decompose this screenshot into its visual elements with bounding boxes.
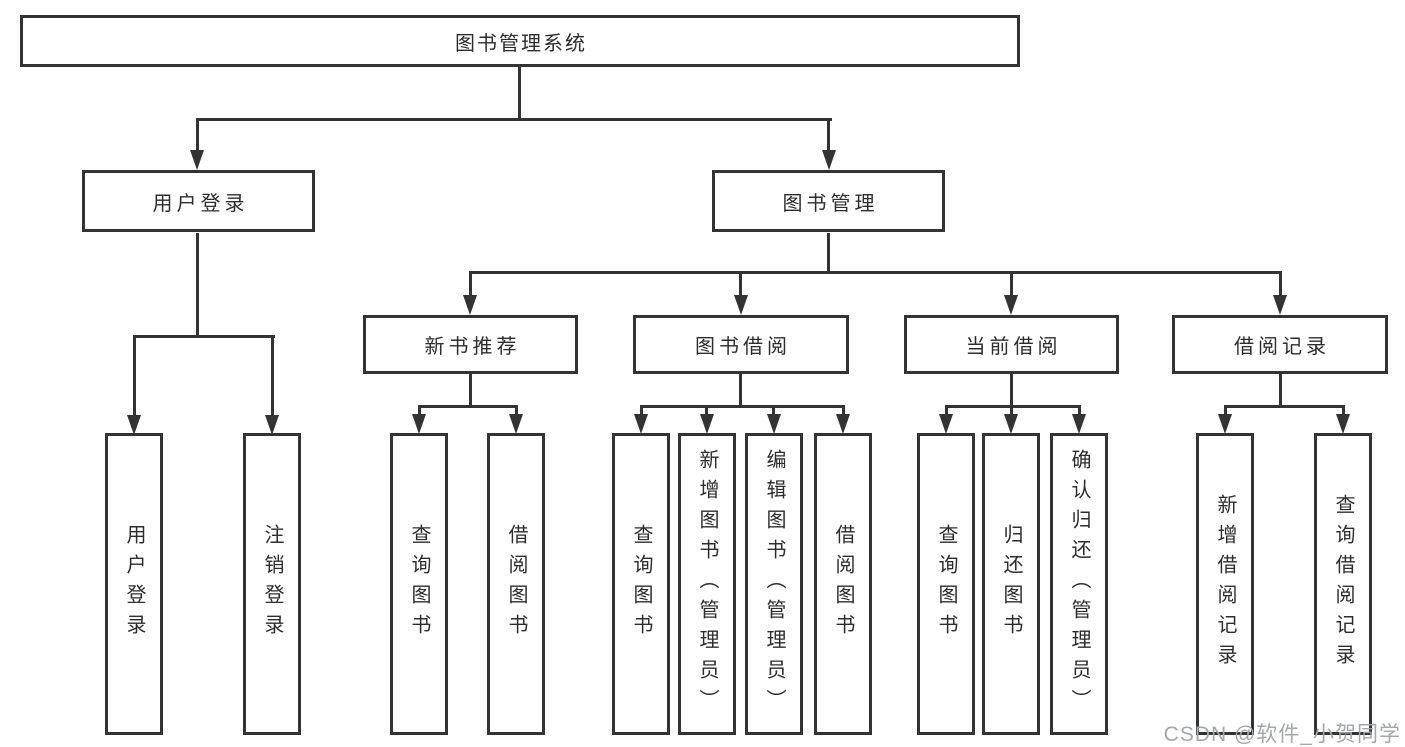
arrowhead-down-icon <box>127 415 141 435</box>
connector-line <box>640 405 643 414</box>
connector-line <box>1279 374 1282 405</box>
leaf-user-login: 用户登录 <box>105 433 163 735</box>
connector-line <box>1078 405 1081 414</box>
node-book-borrowing: 图书借阅 <box>633 315 849 374</box>
arrowhead-down-icon <box>1072 414 1086 434</box>
connector-line <box>469 271 1282 274</box>
node-borrowing-records: 借阅记录 <box>1172 315 1388 374</box>
connector-line <box>418 405 421 414</box>
arrowhead-down-icon <box>509 414 523 434</box>
connector-line <box>469 374 472 405</box>
node-library-management-system: 图书管理系统 <box>20 15 1020 67</box>
connector-line <box>842 405 845 414</box>
connector-line <box>945 405 1081 408</box>
connector-line <box>196 233 199 335</box>
connector-line <box>1279 271 1282 297</box>
connector-line <box>1010 405 1013 414</box>
leaf-add-books-admin: 新增图书（管理员） <box>678 433 736 735</box>
connector-line <box>945 405 948 414</box>
connector-line <box>772 405 775 414</box>
connector-line <box>271 335 274 415</box>
leaf-query-borrow-record: 查询借阅记录 <box>1314 433 1372 735</box>
arrowhead-down-icon <box>822 150 836 170</box>
arrowhead-down-icon <box>265 415 279 435</box>
arrowhead-down-icon <box>1273 295 1287 315</box>
connector-line <box>1010 271 1013 297</box>
connector-line <box>518 67 521 118</box>
leaf-query-books-current: 查询图书 <box>917 433 975 735</box>
leaf-add-borrow-record: 新增借阅记录 <box>1196 433 1254 735</box>
connector-line <box>515 405 518 414</box>
leaf-edit-books-admin: 编辑图书（管理员） <box>745 433 803 735</box>
arrowhead-down-icon <box>1218 414 1232 434</box>
arrowhead-down-icon <box>1336 414 1350 434</box>
arrowhead-down-icon <box>1004 414 1018 434</box>
connector-line <box>739 374 742 405</box>
leaf-query-books-recommend: 查询图书 <box>390 433 448 735</box>
connector-line <box>640 405 845 408</box>
node-user-login: 用户登录 <box>82 170 315 232</box>
node-book-management: 图书管理 <box>712 170 945 232</box>
connector-line <box>469 271 472 297</box>
leaf-logout: 注销登录 <box>243 433 301 735</box>
leaf-borrow-books-recommend: 借阅图书 <box>487 433 545 735</box>
connector-line <box>1342 405 1345 414</box>
connector-line <box>133 335 136 415</box>
connector-line <box>1224 405 1227 414</box>
leaf-confirm-return-admin: 确认归还（管理员） <box>1050 433 1108 735</box>
connector-line <box>705 405 708 414</box>
leaf-query-books-borrowing: 查询图书 <box>612 433 670 735</box>
arrowhead-down-icon <box>700 414 714 434</box>
connector-line <box>133 335 275 338</box>
leaf-return-books: 归还图书 <box>982 433 1040 735</box>
arrowhead-down-icon <box>634 414 648 434</box>
node-new-book-recommendation: 新书推荐 <box>363 315 578 374</box>
arrowhead-down-icon <box>734 295 748 315</box>
arrowhead-down-icon <box>939 414 953 434</box>
watermark: CSDN @软件_小贺同学 <box>1163 723 1401 746</box>
connector-line <box>418 405 518 408</box>
connector-line <box>827 118 830 152</box>
arrowhead-down-icon <box>836 414 850 434</box>
arrowhead-down-icon <box>767 414 781 434</box>
connector-line <box>1224 405 1345 408</box>
connector-line <box>196 118 199 152</box>
connector-line <box>739 271 742 297</box>
connector-line <box>827 233 830 271</box>
arrowhead-down-icon <box>190 150 204 170</box>
node-current-borrowing: 当前借阅 <box>904 315 1119 374</box>
connector-line <box>196 118 832 121</box>
arrowhead-down-icon <box>463 295 477 315</box>
arrowhead-down-icon <box>412 414 426 434</box>
arrowhead-down-icon <box>1004 295 1018 315</box>
leaf-borrow-books: 借阅图书 <box>814 433 872 735</box>
connector-line <box>1010 374 1013 405</box>
